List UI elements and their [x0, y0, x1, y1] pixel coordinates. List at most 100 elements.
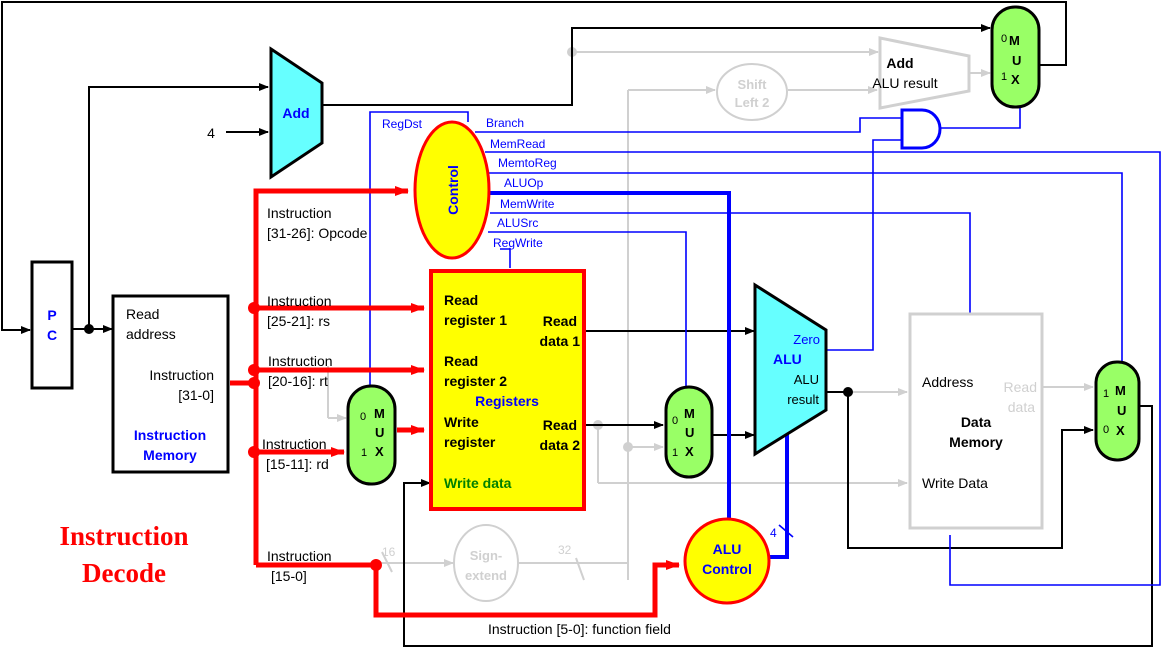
- read-data-1-label-1: Read: [543, 313, 577, 329]
- active-wires: [230, 186, 680, 618]
- constant-four: 4: [207, 125, 215, 141]
- imm-label-1: Instruction: [267, 548, 332, 564]
- mux-u: U: [1012, 53, 1021, 68]
- mux-input-1: 1: [1103, 388, 1109, 400]
- mux-input-0: 0: [672, 415, 678, 427]
- mux-m: M: [1115, 383, 1126, 398]
- regdst-mux: M U X 0 1: [346, 384, 397, 486]
- alu-control-width: 4: [770, 526, 777, 540]
- stage-title-line-2: Decode: [82, 558, 166, 588]
- mux-x: X: [1116, 423, 1125, 438]
- write-data-mem-label: Write Data: [922, 475, 988, 491]
- branch-and-gate: [900, 108, 942, 150]
- opcode-label-2: [31-26]: Opcode: [267, 225, 368, 241]
- pc-label-1: P: [47, 307, 56, 323]
- imm-label-2: [15-0]: [271, 568, 307, 584]
- alu-control-label-2: Control: [702, 561, 752, 577]
- mux-x: X: [1011, 72, 1020, 87]
- signal-branch: Branch: [486, 116, 524, 130]
- address-label: Address: [922, 374, 973, 390]
- rt-label-2: [20-16]: rt: [268, 373, 328, 389]
- mux-input-1: 1: [672, 447, 678, 459]
- branch-adder: [878, 36, 971, 110]
- mux-x: X: [685, 444, 694, 459]
- alu-result-label-2: result: [787, 392, 819, 407]
- alu-control: [683, 517, 771, 605]
- read-address-label-1: Read: [126, 306, 159, 322]
- signal-regwrite: RegWrite: [493, 236, 543, 250]
- control-wires: [369, 108, 1161, 586]
- mux-m: M: [684, 406, 695, 421]
- instruction-memory-name-2: Memory: [143, 447, 197, 463]
- aluop-bus: [488, 191, 731, 522]
- memtoreg-mux: M U X 1 0: [1094, 360, 1141, 462]
- read-register-1-label-2: register 1: [444, 312, 507, 328]
- rs-label-1: Instruction: [267, 293, 332, 309]
- shift-label-2: Left 2: [735, 95, 770, 110]
- pc-adder: [269, 46, 324, 180]
- pcsrc-mux: M U X 0 1: [990, 5, 1041, 109]
- data-memory-name-2: Memory: [949, 434, 1003, 450]
- instruction-out-label-1: Instruction: [149, 367, 214, 383]
- rd-label-1: Instruction: [262, 436, 327, 452]
- sign-extend: [453, 524, 519, 602]
- read-register-2-label-1: Read: [444, 353, 478, 369]
- pc-label-2: C: [47, 327, 57, 343]
- write-register-label-2: register: [444, 434, 496, 450]
- instruction-out-label-2: [31-0]: [178, 387, 214, 403]
- read-address-label-2: address: [126, 326, 176, 342]
- mux-m: M: [1009, 33, 1020, 48]
- alu-control-bus: [762, 422, 789, 559]
- data-memory-name-1: Data: [961, 414, 992, 430]
- sign-extend-in-width: 16: [382, 545, 396, 559]
- funct-label: Instruction [5-0]: function field: [488, 621, 671, 637]
- shift-left-2: [716, 63, 788, 121]
- instruction-memory-name-1: Instruction: [134, 427, 206, 443]
- read-data-2-label-2: data 2: [540, 437, 581, 453]
- bus-width-tick: [778, 524, 794, 538]
- register-file: [429, 269, 586, 511]
- alusrc-mux: M U X 0 1: [664, 385, 714, 479]
- read-data-label-1: Read: [1004, 379, 1037, 395]
- sign-extend-out-width: 32: [558, 543, 572, 557]
- branch-adder-label: Add: [886, 55, 913, 71]
- signal-aluop: ALUOp: [504, 176, 544, 190]
- sign-extend-label-1: Sign-: [470, 548, 503, 563]
- read-data-1-label-2: data 1: [540, 333, 581, 349]
- stage-title-line-1: Instruction: [59, 521, 188, 551]
- alu-zero-label: Zero: [793, 332, 820, 347]
- alu-control-label-1: ALU: [713, 541, 742, 557]
- write-register-label-1: Write: [444, 414, 479, 430]
- mux-input-0: 0: [1103, 424, 1109, 436]
- mux-input-0: 0: [360, 411, 366, 423]
- mux-m: M: [374, 406, 385, 421]
- signal-memwrite: MemWrite: [500, 197, 555, 211]
- signal-memtoreg: MemtoReg: [498, 156, 557, 170]
- signal-memread: MemRead: [490, 137, 545, 151]
- read-register-1-label-1: Read: [444, 292, 478, 308]
- read-register-2-label-2: register 2: [444, 373, 507, 389]
- mux-input-1: 1: [1001, 71, 1007, 83]
- opcode-label-1: Instruction: [267, 205, 332, 221]
- shift-label-1: Shift: [738, 77, 768, 92]
- rd-label-2: [15-11]: rd: [266, 456, 329, 472]
- mux-u: U: [1117, 403, 1126, 418]
- control-unit: [413, 120, 491, 260]
- mux-u: U: [685, 425, 694, 440]
- instruction-memory: [111, 294, 230, 474]
- read-data-2-label-1: Read: [543, 417, 577, 433]
- branch-adder-sub: ALU result: [872, 75, 937, 91]
- read-data-label-2: data: [1008, 399, 1035, 415]
- sign-extend-label-2: extend: [465, 568, 507, 583]
- signal-alusrc: ALUSrc: [497, 216, 538, 230]
- write-data-label: Write data: [444, 475, 512, 491]
- control-label: Control: [445, 165, 461, 215]
- mux-input-1: 1: [361, 447, 367, 459]
- data-memory: [908, 312, 1044, 530]
- alu-name: ALU: [773, 351, 802, 367]
- signal-regdst: RegDst: [382, 117, 423, 131]
- active-junctions: [248, 302, 382, 571]
- registers-name: Registers: [475, 393, 539, 409]
- rt-label-1: Instruction: [268, 353, 333, 369]
